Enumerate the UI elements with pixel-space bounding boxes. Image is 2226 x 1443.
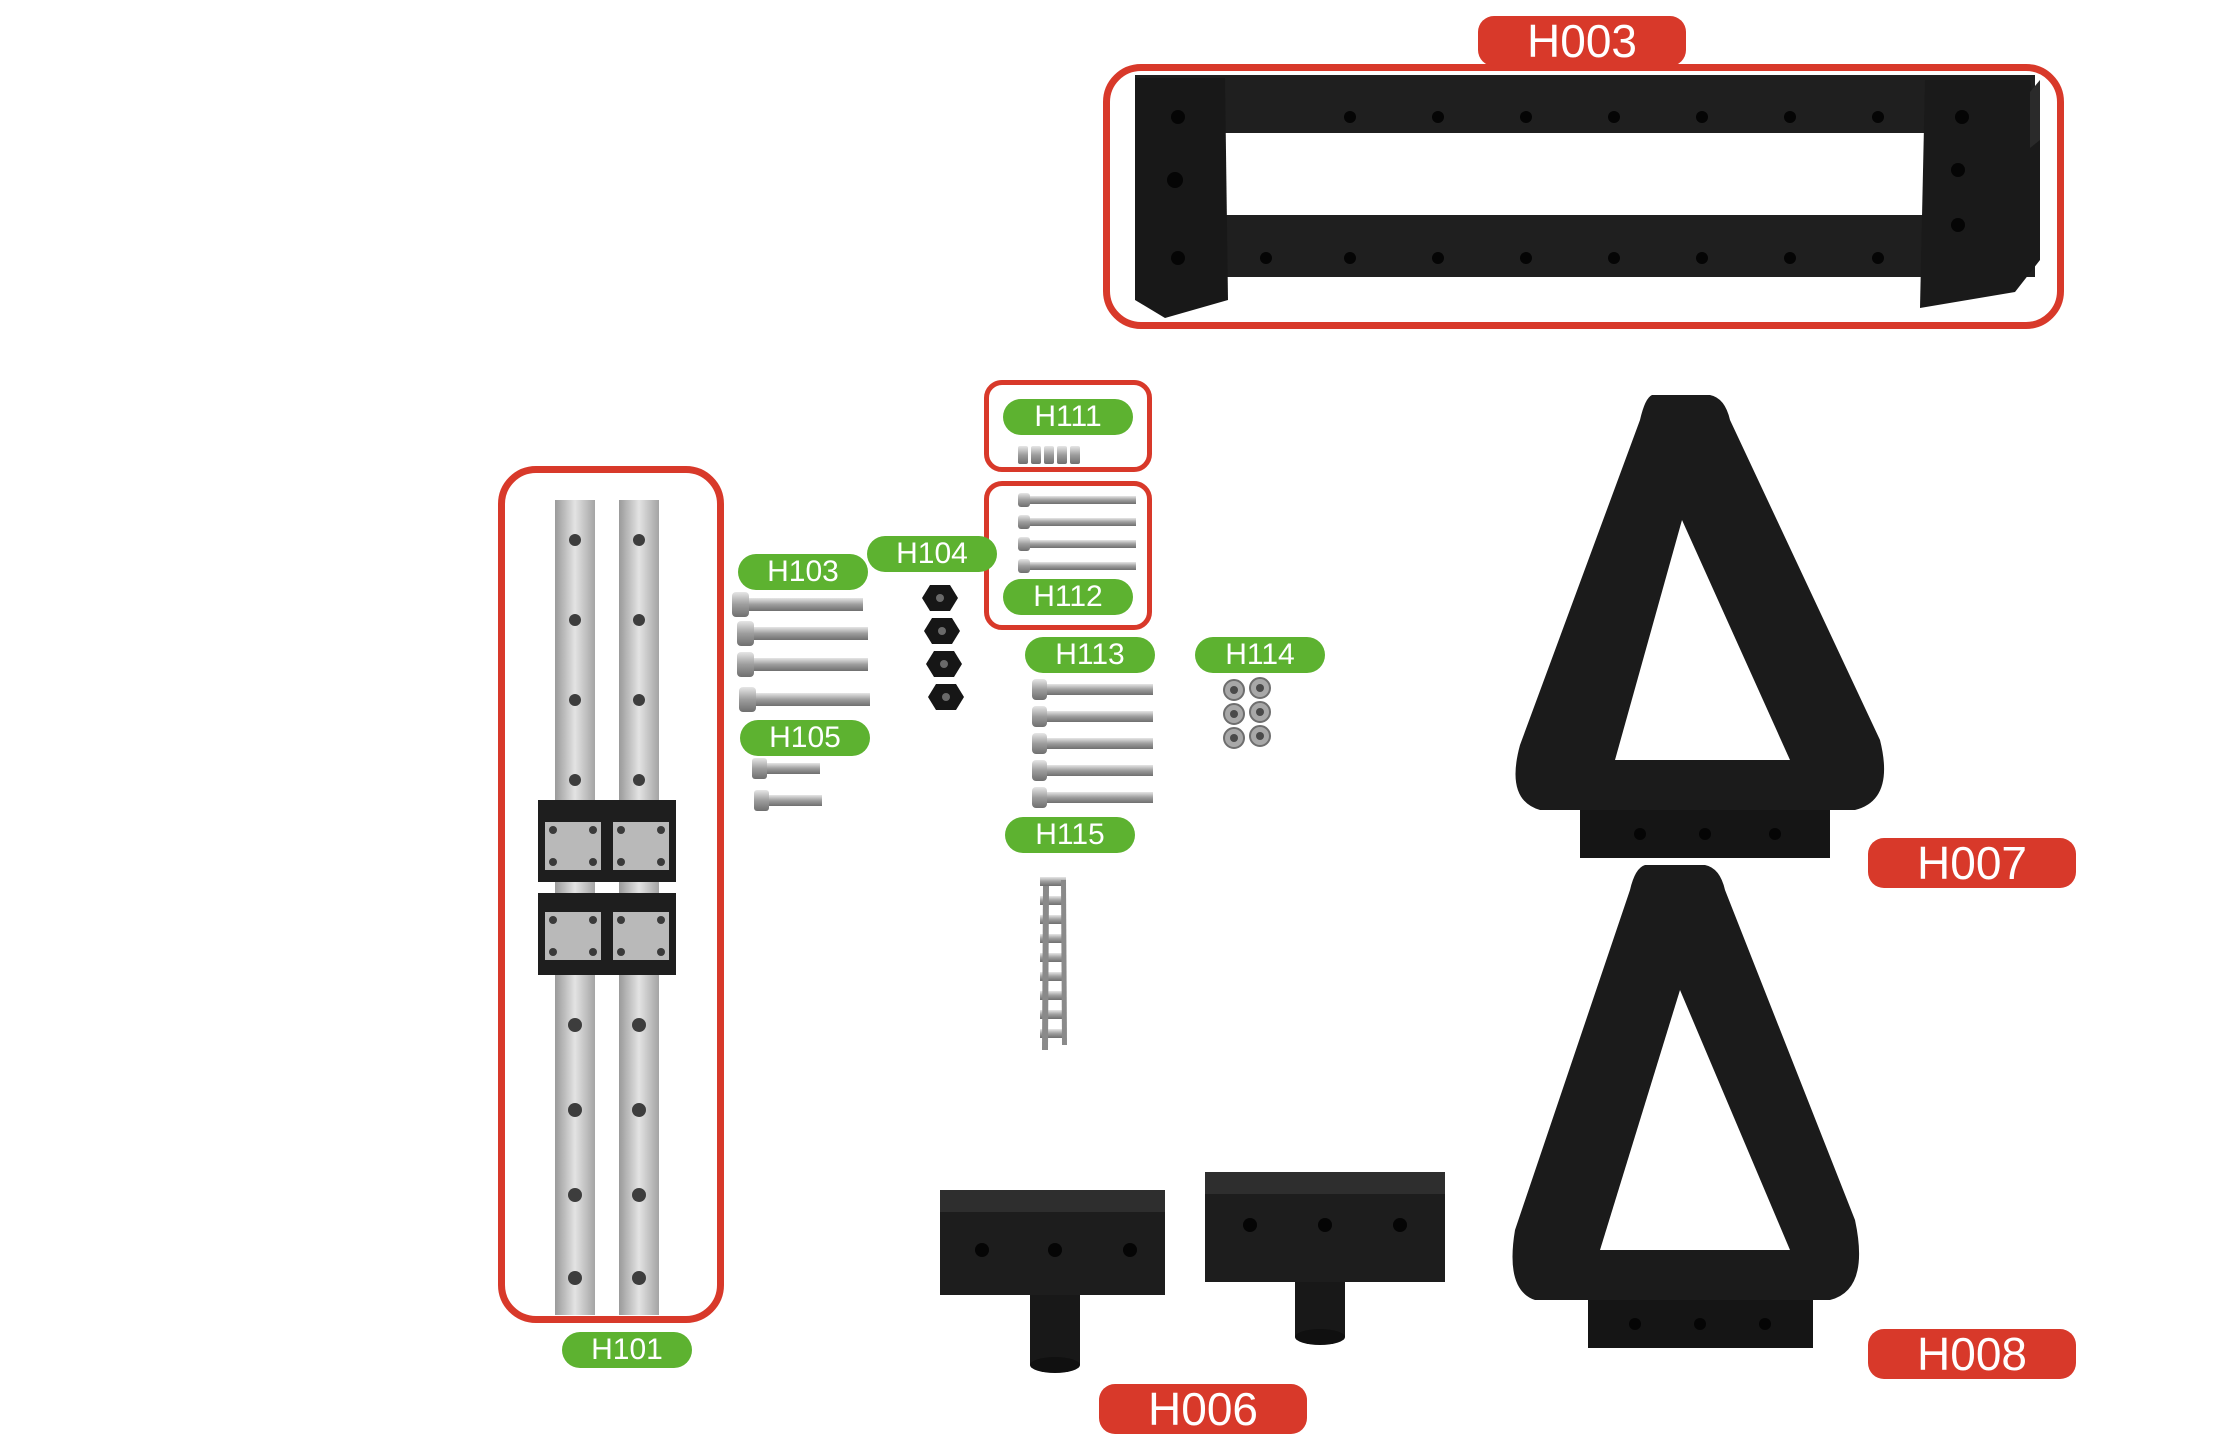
h111-set-screws-part	[1018, 446, 1080, 464]
h112-long-bolts-part	[1018, 493, 1136, 573]
label-h112: H112	[1003, 579, 1133, 615]
h003-frame-part	[1135, 75, 2040, 318]
label-h103: H103	[738, 554, 868, 590]
h101-highlight-box	[498, 466, 724, 1323]
h003-highlight-box	[1103, 64, 2064, 329]
h101-linear-rails-part	[538, 500, 676, 1315]
label-h115: H115	[1005, 817, 1135, 853]
label-h008: H008	[1868, 1328, 2076, 1380]
label-h101: H101	[562, 1332, 692, 1368]
rail-carriage-blocks	[538, 800, 676, 975]
label-h114: H114	[1195, 637, 1325, 673]
label-h007: H007	[1868, 837, 2076, 889]
label-h003: H003	[1478, 15, 1686, 67]
h104-nuts-part	[922, 585, 964, 710]
h103-bolts-part	[732, 592, 870, 712]
label-h111: H111	[1003, 399, 1133, 435]
h114-nuts-part	[1223, 677, 1271, 749]
h113-bolts-part	[1032, 679, 1153, 808]
h007-triangle-part	[1515, 395, 1885, 858]
h105-short-bolts-part	[752, 758, 822, 811]
h111-highlight-box	[984, 380, 1152, 472]
label-h104: H104	[867, 536, 997, 572]
label-h006: H006	[1099, 1383, 1307, 1435]
label-h105: H105	[740, 720, 870, 756]
label-h113: H113	[1025, 637, 1155, 673]
h115-small-bolts-part	[1040, 877, 1067, 1050]
h006-mounts-part	[940, 1172, 1445, 1373]
h008-triangle-part	[1512, 865, 1860, 1348]
